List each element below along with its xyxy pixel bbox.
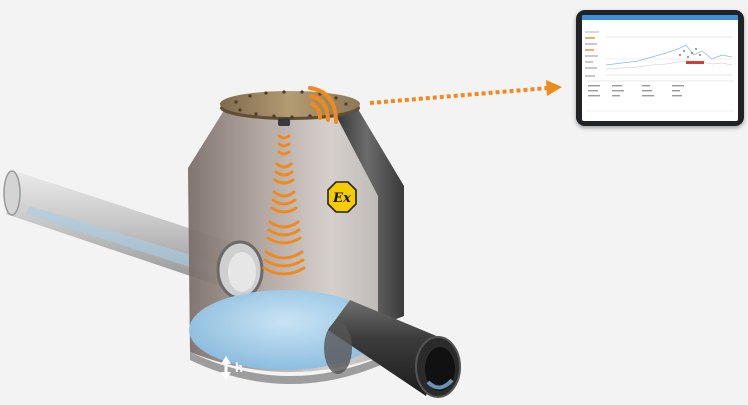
tablet-screen (582, 15, 738, 121)
level-label: h (235, 360, 243, 375)
ex-mark-text: Ex (332, 191, 351, 206)
ultrasonic-sensor (278, 118, 290, 126)
data-link-arrow-icon (370, 80, 562, 103)
atex-ex-icon: Ex (328, 182, 356, 212)
tablet-dashboard-icon (576, 10, 744, 126)
dashboard-chart (582, 15, 738, 121)
